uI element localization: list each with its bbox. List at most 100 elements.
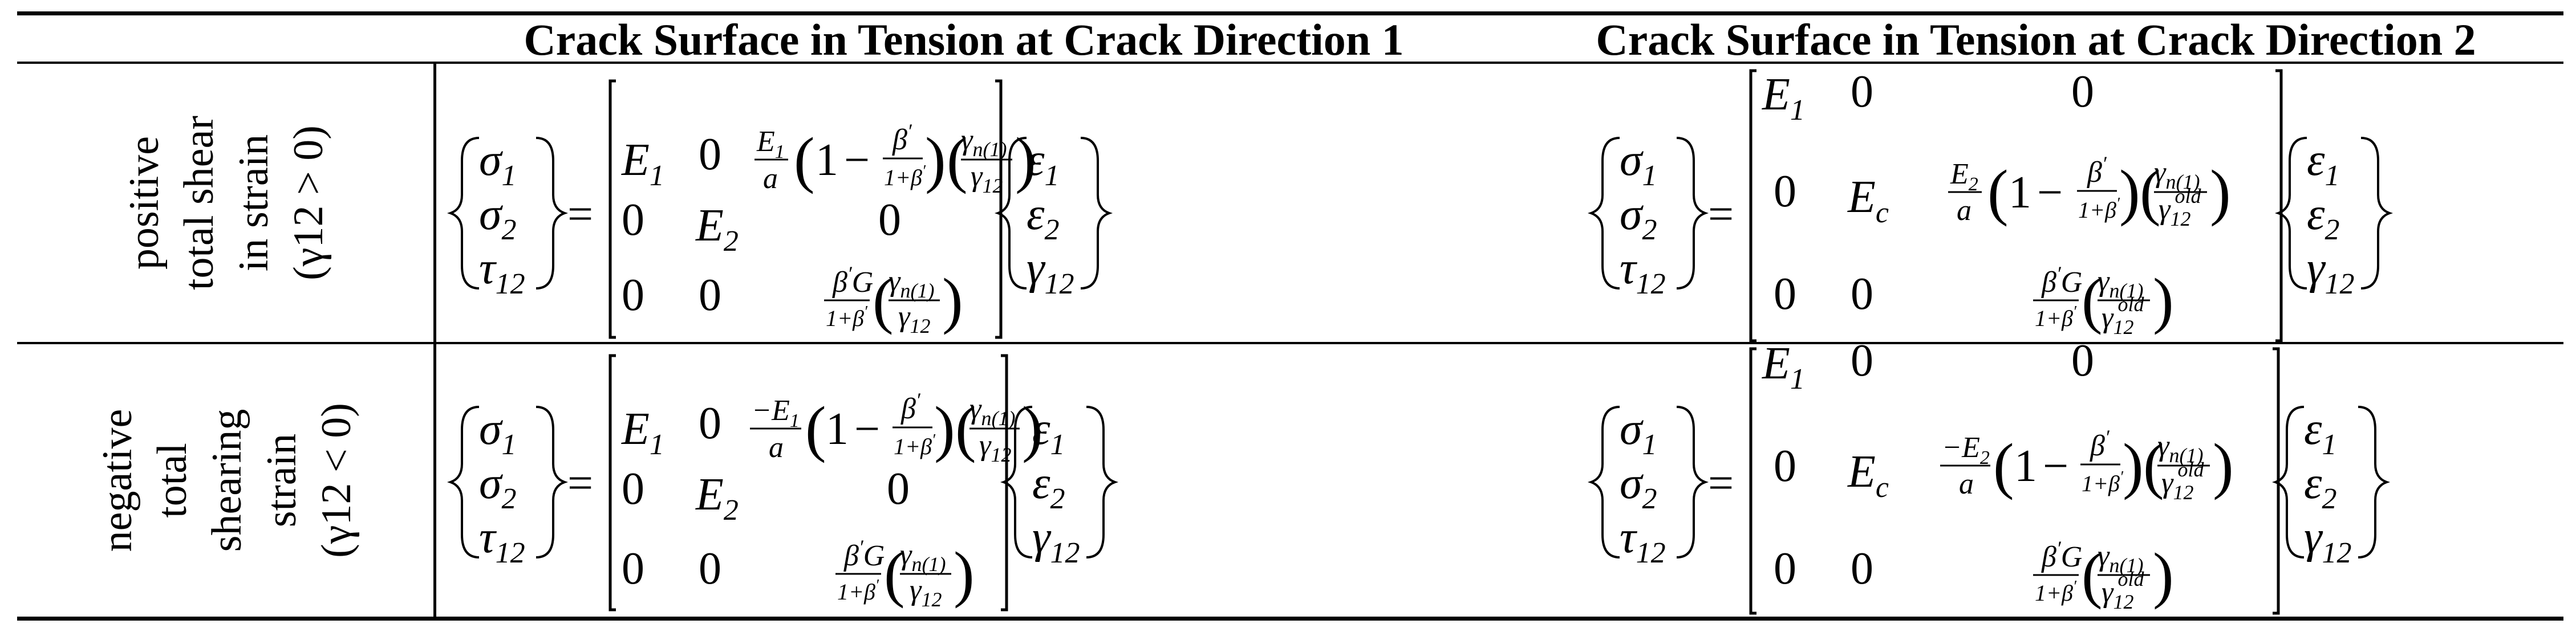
svg-text:0: 0	[887, 464, 910, 514]
svg-text:γ12old: γ12old	[2159, 185, 2202, 230]
row-separator-rule	[17, 342, 2563, 344]
svg-text:0: 0	[622, 195, 644, 245]
svg-text:γn(1): γn(1)	[900, 539, 946, 576]
svg-text:E1: E1	[756, 125, 785, 162]
svg-text:): )	[2119, 157, 2140, 227]
svg-text:β′: β′	[892, 120, 912, 156]
svg-text:σ1: σ1	[479, 135, 516, 192]
svg-text:1+β′: 1+β′	[2035, 303, 2077, 331]
equation-negative-direction-1: σ1 σ2 τ12 = E1 0 −E1 a ( 1− β′ 1+β′ ) ( …	[445, 344, 1506, 617]
svg-text:a: a	[1957, 194, 1971, 227]
svg-text:): )	[1022, 394, 1043, 463]
svg-text:β′: β′	[2087, 152, 2107, 189]
svg-text:0: 0	[622, 270, 644, 320]
svg-text:1+β′: 1+β′	[826, 303, 868, 331]
svg-text:σ1: σ1	[1620, 135, 1657, 192]
svg-text:γ12: γ12	[898, 300, 931, 337]
svg-text:0: 0	[1774, 166, 1796, 217]
table-top-rule	[17, 11, 2563, 15]
svg-text:0: 0	[1774, 269, 1796, 319]
svg-text:0: 0	[878, 195, 901, 245]
header-rule	[17, 62, 2563, 64]
svg-text:γn(1): γn(1)	[2098, 540, 2143, 577]
svg-text:): )	[2213, 431, 2234, 500]
svg-text:0: 0	[1851, 336, 1873, 386]
svg-text:−E1: −E1	[752, 394, 800, 431]
row-label-negative: negative total shearing strain (γ12 < 0)	[94, 403, 360, 558]
svg-text:γ12: γ12	[1032, 512, 1080, 569]
svg-text:(: (	[1993, 431, 2014, 500]
svg-text:a: a	[769, 431, 784, 464]
svg-text:γ12: γ12	[910, 574, 942, 611]
svg-text:σ2: σ2	[479, 189, 516, 246]
svg-text:0: 0	[2071, 67, 2094, 117]
svg-text:ε2: ε2	[1027, 189, 1060, 246]
svg-text:γn(1): γn(1)	[961, 124, 1007, 161]
svg-text:): )	[2153, 266, 2174, 335]
equation-negative-direction-2: σ1 σ2 τ12 = E1 0 0 0 Ec −E2 a ( 1− β′ 1+…	[1585, 336, 2566, 617]
svg-text:σ1: σ1	[479, 404, 516, 461]
svg-text:γ12old: γ12old	[2102, 293, 2145, 339]
svg-text:1+β′: 1+β′	[2078, 195, 2120, 223]
svg-text:γ12: γ12	[971, 160, 1003, 197]
svg-text:ε2: ε2	[2307, 189, 2340, 246]
equation-positive-direction-1: σ1 σ2 τ12 = E1 0 E1 a ( 1− β′ 1+β′ ) ( γ…	[445, 64, 1506, 342]
svg-text:ε1: ε1	[1027, 135, 1060, 192]
svg-text:γ12: γ12	[2304, 512, 2352, 569]
equation-positive-direction-2: σ1 σ2 τ12 = E1 0 0 0 Ec E2 a ( 1− β′ 1+β…	[1585, 64, 2566, 342]
row-label-positive: positive total shear in strain (γ12 > 0)	[121, 115, 332, 291]
svg-text:1−: 1−	[2009, 168, 2063, 218]
svg-text:τ12: τ12	[1620, 512, 1666, 569]
svg-text:0: 0	[699, 270, 721, 320]
svg-text:0: 0	[1851, 269, 1873, 319]
svg-text:σ2: σ2	[1620, 458, 1657, 515]
svg-text:0: 0	[1774, 441, 1796, 491]
svg-text:γn(1): γn(1)	[2154, 156, 2200, 193]
svg-text:τ12: τ12	[479, 512, 525, 569]
svg-text:): )	[925, 125, 946, 194]
svg-text:0: 0	[622, 544, 644, 594]
svg-text:1+β′: 1+β′	[2035, 578, 2077, 606]
svg-text:γ12: γ12	[979, 429, 1012, 466]
svg-text:τ12: τ12	[479, 243, 525, 300]
svg-text:E1: E1	[1762, 339, 1805, 395]
svg-text:γn(1): γn(1)	[889, 265, 934, 302]
svg-text:0: 0	[1851, 544, 1873, 594]
svg-text:ε1: ε1	[1032, 404, 1065, 461]
svg-text:β′G: β′G	[832, 262, 873, 299]
svg-text:a: a	[763, 162, 778, 195]
svg-text:0: 0	[699, 398, 721, 448]
svg-text:γ12: γ12	[2307, 243, 2355, 300]
svg-text:E1: E1	[621, 404, 664, 461]
column-header-direction-2: Crack Surface in Tension at Crack Direct…	[1596, 15, 2476, 64]
svg-text:Ec: Ec	[1847, 447, 1889, 504]
svg-text:0: 0	[699, 129, 721, 180]
svg-text:Ec: Ec	[1847, 172, 1889, 229]
svg-text:1+β′: 1+β′	[894, 431, 936, 459]
svg-text:1−: 1−	[826, 404, 880, 454]
svg-text:σ2: σ2	[1620, 189, 1657, 246]
svg-text:β′: β′	[900, 389, 921, 425]
svg-text:ε1: ε1	[2307, 135, 2340, 192]
svg-text:E1: E1	[1762, 70, 1805, 127]
svg-text:γn(1): γn(1)	[2157, 430, 2203, 467]
svg-text:γn(1): γn(1)	[969, 393, 1015, 430]
svg-text:): )	[2153, 540, 2174, 610]
svg-text:E2: E2	[695, 201, 739, 258]
svg-text:0: 0	[699, 544, 721, 594]
svg-text:): )	[954, 539, 975, 609]
svg-text:=: =	[1708, 189, 1734, 239]
svg-text:1+β′: 1+β′	[837, 577, 879, 605]
svg-text:(: (	[794, 125, 815, 194]
svg-text:): )	[2123, 431, 2144, 500]
svg-text:1−: 1−	[816, 135, 870, 185]
svg-text:1−: 1−	[2014, 441, 2068, 491]
svg-text:0: 0	[1774, 544, 1796, 594]
svg-text:ε2: ε2	[2304, 458, 2337, 515]
table-bottom-rule	[17, 617, 2563, 621]
svg-text:a: a	[1959, 468, 1974, 500]
svg-text:): )	[934, 394, 955, 463]
svg-text:0: 0	[2071, 336, 2094, 386]
svg-text:(: (	[1987, 157, 2009, 227]
column-header-direction-1: Crack Surface in Tension at Crack Direct…	[524, 15, 1404, 64]
